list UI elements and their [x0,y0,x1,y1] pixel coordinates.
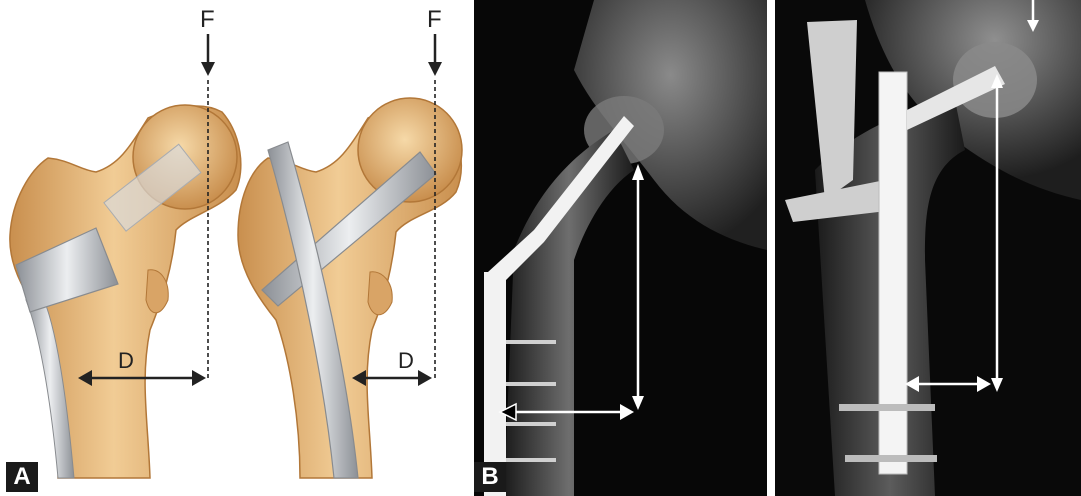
force-label-right: F [427,8,442,32]
panel-label-b: B [474,462,506,492]
force-label-left: F [200,8,215,32]
panel-a-illustration: F F D D [0,0,470,496]
panel-label-a: A [6,462,38,492]
distance-arrow-right [352,370,432,386]
xray-plate-image [474,0,767,496]
xray-nail-image [775,0,1081,496]
distance-label-right: D [398,350,414,372]
distance-label-left: D [118,350,134,372]
